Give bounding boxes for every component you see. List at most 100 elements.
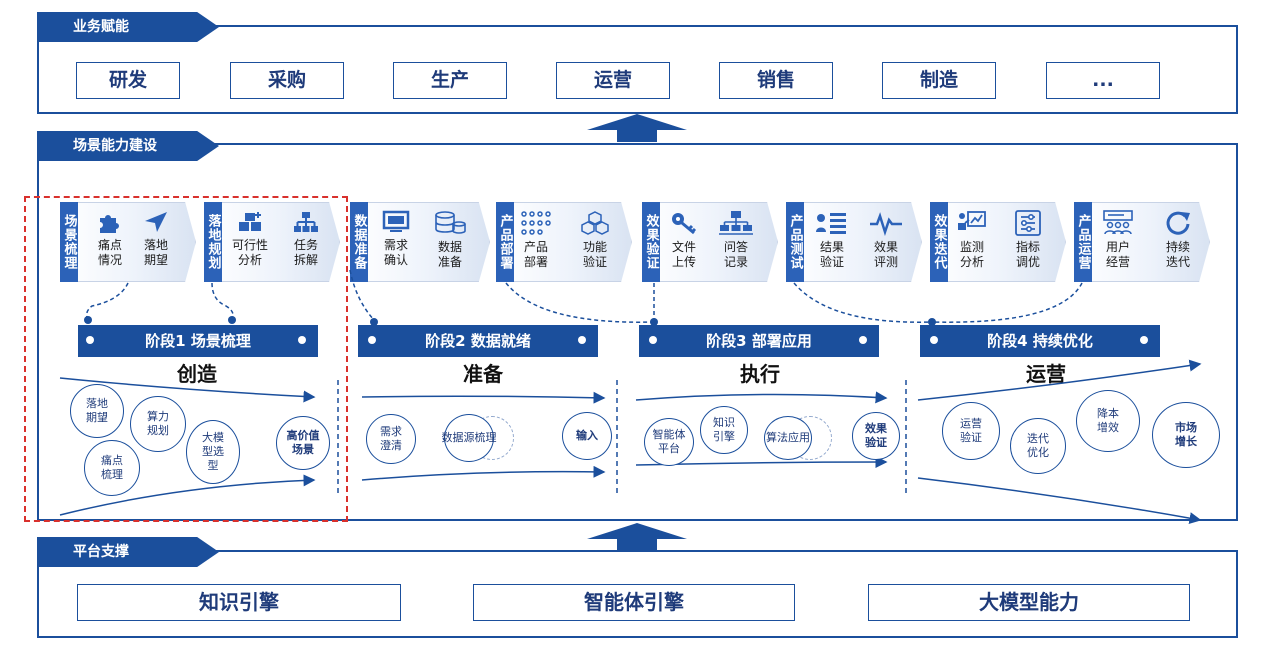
card-item: 效果 评测 <box>856 210 916 270</box>
circle-node: 运营 验证 <box>942 402 1000 460</box>
stage-dot-right <box>298 336 306 344</box>
circle-node: 算法应用 <box>764 416 812 460</box>
card-item: 需求 确认 <box>366 210 426 268</box>
phase-title-execute: 执行 <box>740 362 780 386</box>
card-effect-iterate[interactable] <box>930 202 1066 282</box>
card-item: 用户 经营 <box>1088 210 1148 270</box>
card-item: 文件 上传 <box>654 210 714 270</box>
sliders-icon <box>1015 210 1041 236</box>
circle-text: 输入 <box>576 429 598 442</box>
card-item-text: 问答 记录 <box>723 240 748 269</box>
circle-text: 迭代 优化 <box>1027 432 1049 459</box>
pulse-icon <box>870 212 902 236</box>
circle-node: 效果 验证 <box>852 412 900 460</box>
card-label-product-test: 产品测试 <box>786 202 804 282</box>
stage-label: 阶段3 部署应用 <box>706 332 812 350</box>
business-item-purchase[interactable]: 采购 <box>230 62 344 99</box>
business-item-operation[interactable]: 运营 <box>556 62 670 99</box>
circle-node: 知识 引擎 <box>700 406 748 454</box>
card-item-text: 产品 部署 <box>523 240 548 269</box>
card-item-text: 痛点 情况 <box>97 238 122 267</box>
gold-bars-icon <box>239 212 261 231</box>
database-icon <box>435 211 466 234</box>
card-scene-sorting[interactable] <box>60 202 196 282</box>
card-item: 数据 准备 <box>420 210 480 270</box>
circle-text: 运营 验证 <box>960 417 982 444</box>
circle-node: 大模 型选 型 <box>186 420 240 484</box>
card-item: 监测 分析 <box>942 210 1002 270</box>
business-item-manufacturing[interactable]: 制造 <box>882 62 996 99</box>
circle-text: 落地 期望 <box>86 397 108 424</box>
circle-node-key: 高价值 场景 <box>276 416 330 470</box>
card-label-effect-iterate: 效果迭代 <box>930 202 948 282</box>
business-item-more[interactable]: ... <box>1046 62 1160 99</box>
stage-dot-right <box>1140 336 1148 344</box>
circle-text: 大模 型选 型 <box>202 431 224 472</box>
business-item-production[interactable]: 生产 <box>393 62 507 99</box>
puzzle-icon <box>100 215 119 233</box>
platform-item-agent-engine[interactable]: 智能体引擎 <box>473 584 795 621</box>
circle-text: 效果 验证 <box>865 422 887 449</box>
circle-node: 算力 规划 <box>130 396 186 452</box>
circle-text: 算法应用 <box>766 431 810 444</box>
card-item-text: 任务 拆解 <box>293 238 318 267</box>
circle-node: 痛点 梳理 <box>84 440 140 496</box>
stage-bar-2[interactable]: 阶段2 数据就绪 <box>358 325 598 357</box>
card-label-effect-verify: 效果验证 <box>642 202 660 282</box>
stage-bar-1[interactable]: 阶段1 场景梳理 <box>78 325 318 357</box>
card-item: 问答 记录 <box>706 210 766 270</box>
circle-text: 数据源梳理 <box>441 431 497 444</box>
circle-node: 降本 增效 <box>1076 390 1140 452</box>
business-item-rd[interactable]: 研发 <box>76 62 180 99</box>
key-icon <box>672 213 697 235</box>
circle-text: 痛点 梳理 <box>101 454 123 481</box>
card-item: 任务 拆解 <box>276 210 336 268</box>
phase-title-operate: 运营 <box>1026 362 1066 386</box>
stage1-highlight-frame <box>24 196 348 522</box>
card-item-text: 监测 分析 <box>959 240 984 269</box>
card-landing-planning[interactable] <box>204 202 340 282</box>
network-computers-icon <box>719 211 753 235</box>
card-item: 落地 期望 <box>126 210 186 268</box>
circle-text: 知识 引擎 <box>713 416 735 443</box>
circle-text: 算力 规划 <box>147 410 169 437</box>
card-item-text: 持续 迭代 <box>1165 240 1190 269</box>
circle-text: 需求 澄清 <box>380 425 402 452</box>
card-label-data-prep: 数据准备 <box>350 202 368 282</box>
stage-dot-left <box>930 336 938 344</box>
navigation-arrow-icon <box>145 212 167 232</box>
card-product-deploy[interactable] <box>496 202 632 282</box>
dot-grid-icon <box>521 211 551 235</box>
platform-item-llm-capability[interactable]: 大模型能力 <box>868 584 1190 621</box>
stage-bar-3[interactable]: 阶段3 部署应用 <box>639 325 879 357</box>
card-label-landing-planning: 落地规划 <box>204 202 222 282</box>
users-board-icon <box>1103 210 1133 235</box>
card-effect-verify[interactable] <box>642 202 778 282</box>
card-label-scene-sorting: 场景梳理 <box>60 202 78 282</box>
circle-text: 高价值 场景 <box>286 429 320 456</box>
stage-bar-4[interactable]: 阶段4 持续优化 <box>920 325 1160 357</box>
business-item-sales[interactable]: 销售 <box>719 62 833 99</box>
card-item: 痛点 情况 <box>80 210 140 268</box>
card-item-text: 结果 验证 <box>819 240 844 269</box>
monitor-icon <box>382 210 410 232</box>
circle-node: 智能体 平台 <box>644 418 694 466</box>
card-label-product-operation: 产品运营 <box>1074 202 1092 282</box>
stage-label: 阶段1 场景梳理 <box>145 332 251 350</box>
card-item: 指标 调优 <box>998 210 1058 270</box>
up-arrow-icon <box>587 114 687 142</box>
circle-node: 输入 <box>562 412 612 460</box>
org-chart-icon <box>294 212 318 232</box>
cubes-icon <box>581 211 609 235</box>
card-product-test[interactable] <box>786 202 922 282</box>
card-item-text: 需求 确认 <box>383 238 408 267</box>
list-icon <box>816 213 846 234</box>
stage-label: 阶段4 持续优化 <box>987 332 1093 350</box>
stage-dot-left <box>86 336 94 344</box>
circle-node: 迭代 优化 <box>1010 418 1066 474</box>
phase-title-prepare: 准备 <box>463 362 503 386</box>
circle-text: 市场 增长 <box>1175 421 1197 448</box>
business-section-title: 业务赋能 <box>37 12 219 42</box>
card-item: 产品 部署 <box>506 210 566 270</box>
platform-item-knowledge-engine[interactable]: 知识引擎 <box>77 584 401 621</box>
